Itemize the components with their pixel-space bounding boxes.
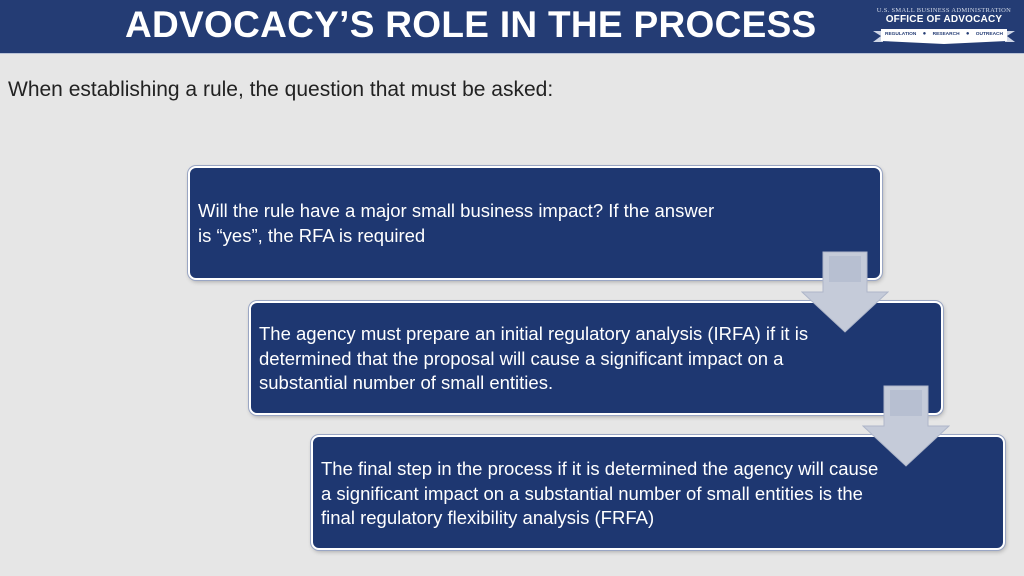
process-step-1: Will the rule have a major small busines… <box>188 166 882 280</box>
title-bar: ADVOCACY’S ROLE IN THE PROCESS U.S. SMAL… <box>0 0 1024 54</box>
logo-office-text: OFFICE OF ADVOCACY <box>885 14 1003 25</box>
process-step-2: The agency must prepare an initial regul… <box>249 301 943 415</box>
ribbon-dot-icon: ● <box>922 31 927 37</box>
process-step-2-text: The agency must prepare an initial regul… <box>259 323 809 393</box>
ribbon-item-outreach: OUTREACH <box>975 31 1003 37</box>
page-title: ADVOCACY’S ROLE IN THE PROCESS <box>125 4 817 45</box>
logo-ribbon-icon <box>873 29 1015 44</box>
ribbon-item-regulation: REGULATION <box>885 31 917 37</box>
down-arrow-icon <box>801 251 889 333</box>
intro-text: When establishing a rule, the question t… <box>8 78 554 101</box>
down-arrow-icon <box>862 385 950 467</box>
logo-agency-text: U.S. SMALL BUSINESS ADMINISTRATION <box>876 7 1012 14</box>
ribbon-item-research: RESEARCH <box>932 31 960 37</box>
process-step-1-text: Will the rule have a major small busines… <box>198 200 715 246</box>
logo-ribbon: REGULATION ● RESEARCH ● OUTREACH <box>885 31 1003 37</box>
process-step-3: The final step in the process if it is d… <box>311 435 1005 550</box>
process-step-3-text: The final step in the process if it is d… <box>321 458 879 528</box>
office-of-advocacy-logo: U.S. SMALL BUSINESS ADMINISTRATION OFFIC… <box>873 5 1015 47</box>
ribbon-dot-icon: ● <box>965 31 970 37</box>
